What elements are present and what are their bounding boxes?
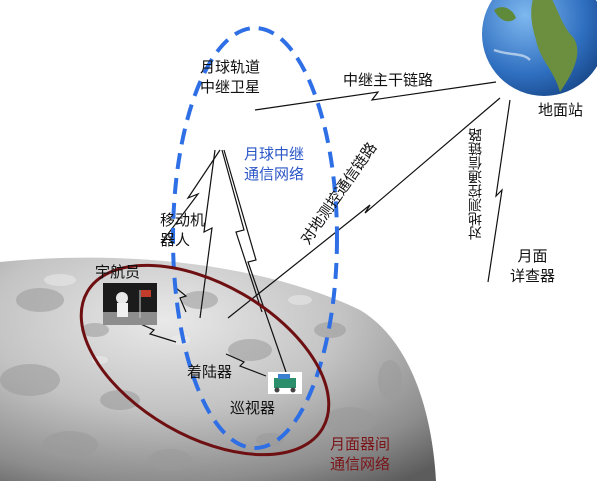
- lander-to-rover-link: [225, 353, 267, 377]
- surface-network-line-2: 通信网络: [330, 455, 391, 473]
- astronaut-label: 宇航员: [95, 263, 141, 281]
- rover-label: 巡视器: [230, 399, 276, 417]
- surface-network-line-1: 月面器间: [330, 435, 391, 453]
- orbiter-line-1: 月面: [517, 247, 548, 265]
- ground-link-vertical: [487, 99, 511, 283]
- astronaut-to-lander-link: [135, 321, 177, 343]
- ground-link-vertical-label: 对地测控通信链路: [468, 128, 484, 240]
- robot-label: 移动机 器人: [160, 210, 205, 250]
- satellite-to-astronaut-link: [199, 149, 216, 319]
- earth-globe: [482, 0, 597, 96]
- satellite-to-ground-link-diag: [227, 97, 501, 319]
- surface-network-ellipse: [79, 263, 331, 457]
- orbiter-line-2: 详查器: [510, 267, 556, 285]
- relay-network-label: 月球中继 通信网络: [244, 144, 304, 184]
- lander-label: 着陆器: [187, 363, 233, 381]
- relay-satellite-line-1: 月球轨道: [200, 58, 261, 76]
- robot-to-astronaut-link: [175, 287, 188, 313]
- satellite-to-rover-link: [223, 149, 287, 373]
- orbiter-label: 月面 详查器: [510, 246, 555, 286]
- satellite-to-lander-link: [221, 149, 263, 313]
- communication-links: [135, 81, 511, 377]
- relay-trunk-link: [254, 81, 497, 111]
- relay-satellite-label: 月球轨道 中继卫星: [200, 57, 260, 97]
- relay-network-ellipse: [171, 26, 339, 450]
- robot-line-2: 器人: [160, 231, 191, 249]
- relay-trunk-link-label: 中继主干链路: [343, 71, 434, 89]
- satellite-to-robot-link: [161, 149, 221, 243]
- relay-network-line-1: 月球中继: [244, 145, 305, 163]
- rover-image: [268, 372, 302, 394]
- relay-satellite-line-2: 中继卫星: [200, 78, 261, 96]
- surface-network-label: 月面器间 通信网络: [330, 434, 390, 474]
- robot-line-1: 移动机: [160, 211, 206, 229]
- ground-station-label: 地面站: [538, 101, 584, 119]
- relay-network-line-2: 通信网络: [244, 165, 305, 183]
- astronaut-image: [103, 283, 157, 325]
